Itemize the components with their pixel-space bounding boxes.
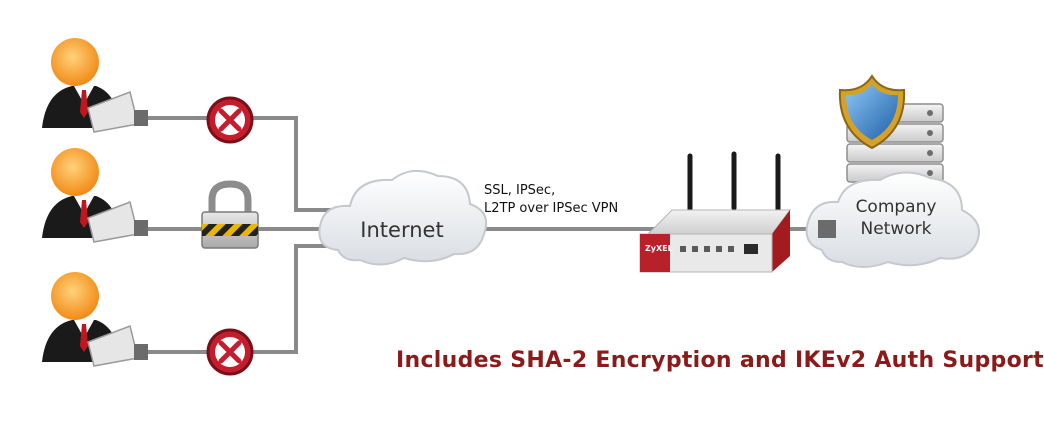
device-brand-strip [640,234,670,272]
port-icon [134,344,148,360]
tie-icon [80,324,88,352]
network-diagram: ZyXEL [42,38,980,376]
port-icon [134,110,148,126]
firewall-device: ZyXEL [639,209,791,273]
port-icon [134,220,148,236]
tunnel-label-line2: L2TP over IPSec VPN [484,201,619,216]
antenna-icons [687,151,781,217]
company-network-cloud [805,171,980,268]
feature-banner: Includes SHA-2 Encryption and IKEv2 Auth… [396,348,1044,373]
user-head [51,38,99,86]
blocked-icon [206,96,254,144]
remote-user-1 [42,38,148,133]
port-icon [818,220,836,238]
remote-user-2 [42,148,148,243]
blocked-icon [206,328,254,376]
company-label-line1: Company [855,197,937,217]
shield-icon [838,74,906,150]
tie-icon [80,200,88,228]
internet-cloud [318,169,488,266]
user-head [51,148,99,196]
user-head [51,272,99,320]
port-leds [680,244,758,254]
remote-user-3 [42,272,148,367]
tie-icon [80,90,88,118]
device-brand-label: ZyXEL [645,244,673,253]
internet-label: Internet [360,218,444,242]
company-label-line2: Network [860,219,932,239]
lock-icon [201,180,259,249]
tunnel-label-line1: SSL, IPSec, [484,183,556,198]
